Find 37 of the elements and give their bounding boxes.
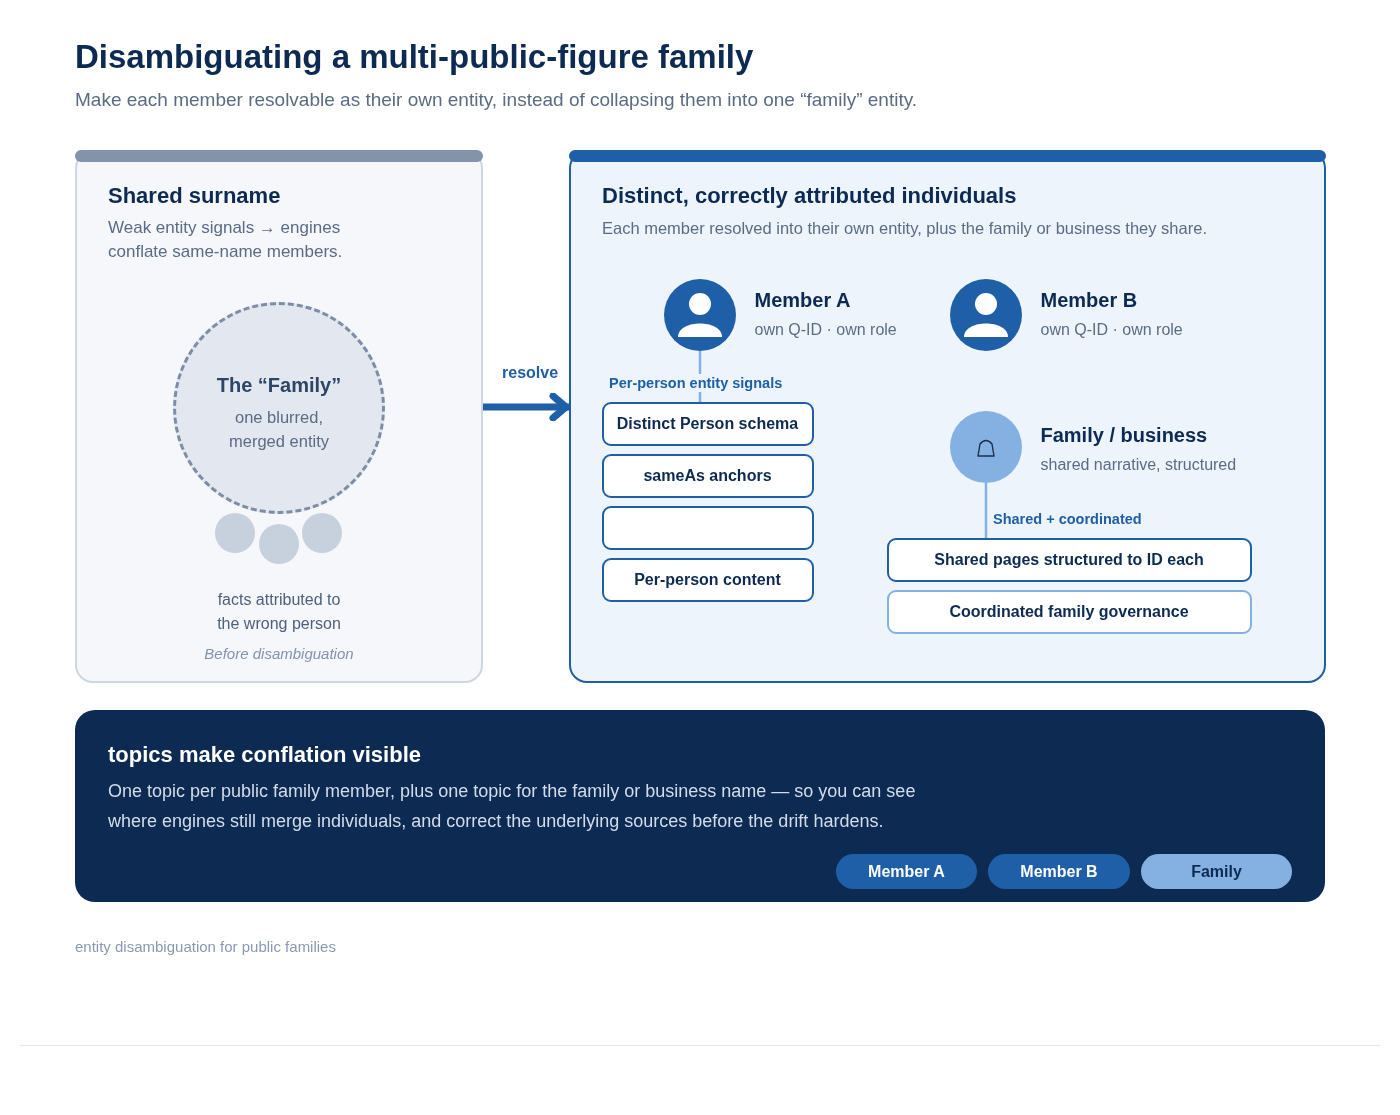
footer-note: entity disambiguation for public families xyxy=(75,937,336,956)
member-role: own Q-ID · own role xyxy=(1040,319,1183,340)
before-panel xyxy=(75,150,483,683)
signal-card: sameAs anchors xyxy=(601,453,814,498)
facts-note: facts attributed to the wrong person xyxy=(216,590,342,634)
member-role: own Q-ID · own role xyxy=(754,319,897,340)
fact-dot xyxy=(302,513,342,553)
panel-heading: Shared surname xyxy=(108,182,281,210)
signal-card: Distinct Person schema xyxy=(601,401,814,446)
info-banner xyxy=(75,710,1325,902)
page-subtitle: Make each member resolvable as their own entity, instead of collapsing them into one “family” entity. xyxy=(75,88,918,112)
banner-description: One topic per public family member, plus one topic for the family or business name — so you can see where engines still merge individuals, and correct the underlying sources before the drift hardens. xyxy=(108,780,917,833)
page-title: Disambiguating a multi-public-figure family xyxy=(75,37,754,77)
fact-dot xyxy=(215,513,255,553)
fact-dot xyxy=(259,524,299,564)
circle-title: The “Family” xyxy=(215,373,343,398)
signal-card: Per-person content xyxy=(601,557,814,602)
topic-tag: Member B xyxy=(988,854,1130,889)
panel-description: Each member resolved into their own entity, plus the family or business they share. xyxy=(602,218,1208,239)
shared-card: Coordinated family governance xyxy=(886,589,1252,634)
panel-caption: Before disambiguation xyxy=(203,644,355,663)
after-panel xyxy=(569,150,1326,683)
arrow xyxy=(483,392,570,422)
group-name: Family / business xyxy=(1040,422,1208,448)
connector-line xyxy=(984,483,988,538)
signal-card xyxy=(601,505,814,550)
panel-description: Weak entity signals → engines conflate same-name members. xyxy=(108,217,344,263)
member-name: Member A xyxy=(754,287,851,313)
panel-heading: Distinct, correctly attributed individuals xyxy=(602,182,1017,210)
shared-card: Shared pages structured to ID each xyxy=(886,537,1252,582)
edge-label: Per-person entity signals xyxy=(607,374,785,392)
circle-description: one blurred, merged entity xyxy=(228,407,330,452)
member-name: Member B xyxy=(1040,287,1138,313)
banner-heading: topics make conflation visible xyxy=(108,741,421,769)
topic-tag: Family xyxy=(1141,854,1292,889)
group-description: shared narrative, structured xyxy=(1040,454,1237,475)
topic-tag: Member A xyxy=(836,854,977,889)
